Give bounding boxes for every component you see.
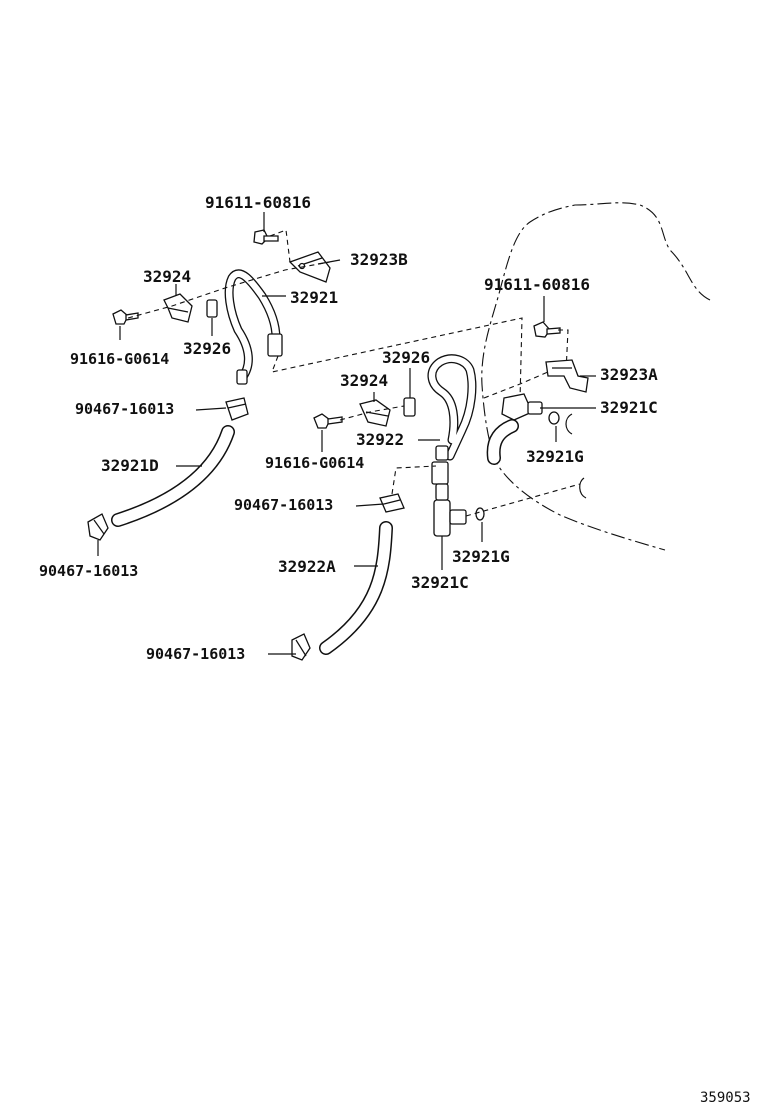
label-union-mid: 32921C — [411, 573, 469, 592]
sleeve-32926-mid — [403, 397, 416, 417]
figure-number: 359053 — [700, 1090, 751, 1106]
label-clip-mid-lower: 90467-16013 — [146, 645, 245, 663]
label-bolt-top-left: 91611-60816 — [205, 193, 311, 212]
guide-line-bolt-top-left — [269, 229, 291, 263]
hose-32921d — [111, 425, 235, 527]
bracket-32923b — [288, 251, 331, 283]
union-32921c-mid — [433, 483, 467, 537]
gasket-32921g-right — [548, 411, 560, 425]
bolt-91611-right — [533, 321, 561, 338]
label-sleeve-mid: 32926 — [382, 348, 430, 367]
clip-90467-mid-upper — [379, 493, 405, 513]
label-bolt-left: 91616-G0614 — [70, 350, 169, 368]
union-32921c-right — [501, 393, 543, 421]
bolt-91616-left — [112, 309, 139, 325]
clip-90467-mid-lower — [291, 633, 311, 661]
label-bracket-a: 32923A — [600, 365, 658, 384]
guide-line-bolt-top-right — [558, 329, 569, 373]
label-bolt-mid: 91616-G0614 — [265, 454, 364, 472]
guide-line-bolt-left — [127, 261, 331, 319]
label-bracket-b: 32923B — [350, 250, 408, 269]
case-port-arc-upper — [565, 413, 573, 435]
label-clip-left-upper: 90467-16013 — [75, 400, 174, 418]
leader-lines — [97, 212, 596, 655]
case-port-arc-lower — [579, 477, 587, 499]
label-tube-left: 32921 — [290, 288, 338, 307]
gasket-32921g-mid — [475, 507, 485, 521]
guide-line-tube-to-mid — [271, 317, 523, 401]
guide-line-bolt-mid — [339, 405, 405, 421]
bracket-32923a — [545, 359, 589, 393]
label-hose-left: 32921D — [101, 456, 159, 475]
tube-32921 — [224, 269, 283, 385]
label-tube-mid: 32922 — [356, 430, 404, 449]
clip-90467-left-lower — [87, 513, 109, 541]
bolt-91611-left — [253, 229, 279, 245]
label-clip-left-lower: 90467-16013 — [39, 562, 138, 580]
label-bolt-top-right: 91611-60816 — [484, 275, 590, 294]
hose-32922a — [319, 521, 393, 655]
label-gasket-right: 32921G — [526, 447, 584, 466]
clamp-32924-mid — [359, 399, 391, 427]
guide-line-gasket-mid — [465, 483, 581, 517]
guide-line-clip-mid — [391, 465, 437, 495]
label-clamp-left: 32924 — [143, 267, 191, 286]
label-sleeve-left: 32926 — [183, 339, 231, 358]
clip-90467-left-upper — [225, 397, 249, 421]
label-gasket-mid: 32921G — [452, 547, 510, 566]
transmission-case-outline — [481, 202, 711, 551]
tube-32922 — [427, 354, 477, 485]
clamp-32924-left — [163, 293, 193, 323]
label-hose-mid: 32922A — [278, 557, 336, 576]
bolt-91616-mid — [313, 413, 343, 429]
label-clip-mid-upper: 90467-16013 — [234, 496, 333, 514]
label-clamp-mid: 32924 — [340, 371, 388, 390]
guide-line-bracket-a — [483, 371, 549, 399]
label-union-right: 32921C — [600, 398, 658, 417]
sleeve-32926-left — [206, 299, 218, 318]
